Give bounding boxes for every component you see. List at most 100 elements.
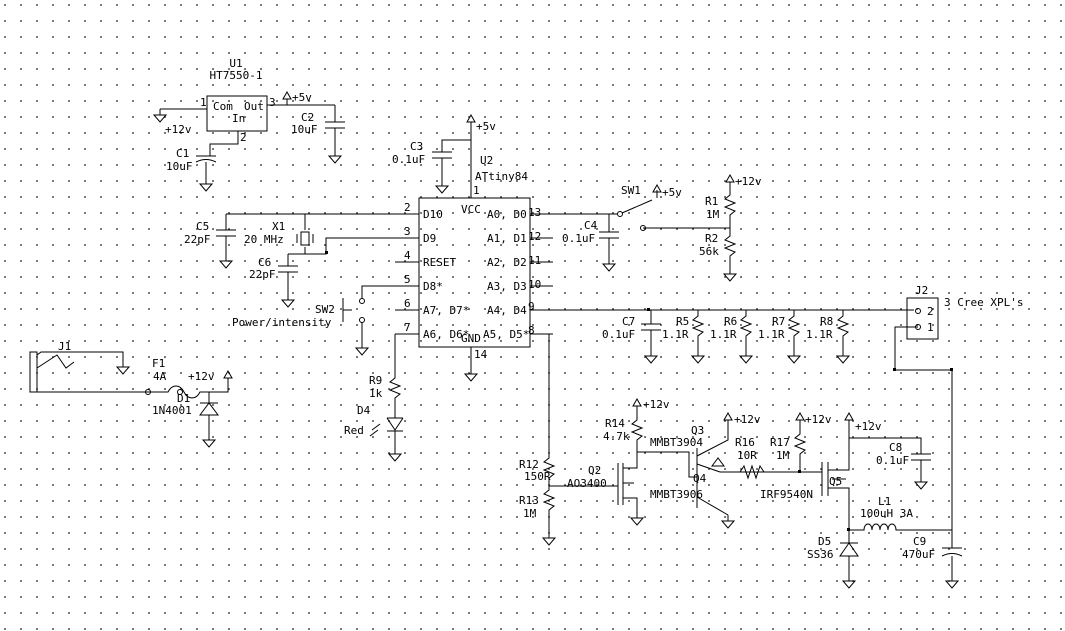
regulator-u1: U1 HT7550-1 Com Out In 1 2 3 +5v +12v: [153, 57, 335, 156]
r12-value: 150R: [524, 470, 551, 483]
q3-value: MMBT3904: [650, 436, 703, 449]
r16-ref: R16: [735, 436, 755, 449]
r14-value: 4.7k: [603, 430, 630, 443]
u2-pin-num-9: 9: [528, 300, 535, 313]
capacitor-c3: C3 0.1uF: [392, 139, 471, 194]
u1-pin3: 3: [269, 96, 276, 109]
u2-pin-num-6: 6: [404, 297, 411, 310]
r17-ref: R17: [770, 436, 790, 449]
r8-value: 1.1R: [806, 328, 833, 341]
r5-ref: R5: [676, 315, 689, 328]
c8-value: 0.1uF: [876, 454, 909, 467]
c8-ref: C8: [889, 441, 902, 454]
r17-value: 1M: [776, 449, 790, 462]
q4-ref: Q4: [693, 472, 707, 485]
c3-ref: C3: [410, 140, 423, 153]
l1-value: 100uH 3A: [860, 507, 913, 520]
capacitor-c2: C2 10uF: [291, 105, 345, 164]
q2-value: AO3400: [567, 477, 607, 490]
c9-ref: C9: [913, 535, 926, 548]
u2-pin-num-8: 8: [528, 324, 535, 337]
q4-value: MMBT3906: [650, 488, 703, 501]
u1-pin1: 1: [200, 96, 207, 109]
d1-value: 1N4001: [152, 404, 192, 417]
d5-ref: D5: [818, 535, 831, 548]
r17-12v-label: +12v: [805, 413, 832, 426]
q5-value: IRF9540N: [760, 488, 813, 501]
u2-vcc-pin: 1: [473, 184, 480, 197]
q5-ref: Q5: [829, 475, 842, 488]
u1-value: HT7550-1: [210, 69, 263, 82]
led-d4-circuit: R9 1k D4 Red: [344, 334, 404, 462]
power-input: J1 +12v F1 4A D1 1N4001: [29, 340, 233, 448]
r1-value: 1M: [706, 208, 720, 221]
c1-ref: C1: [176, 147, 189, 160]
u1-com-label: Com: [213, 100, 233, 113]
c5-ref: C5: [196, 220, 209, 233]
q2-ref: Q2: [588, 464, 601, 477]
c4-value: 0.1uF: [562, 232, 595, 245]
u2-pin-num-12: 12: [528, 230, 541, 243]
switch-sw2: SW2 Power/intensity: [232, 285, 395, 356]
u2-pin-a4: A4, D4: [487, 304, 527, 317]
u2-pin-a7: A7, D7*: [423, 304, 469, 317]
r2-ref: R2: [705, 232, 718, 245]
u2-pin-num-11: 11: [528, 254, 541, 267]
u2-pin-num-13: 13: [528, 206, 541, 219]
capacitor-c6: C6 22pF: [249, 254, 298, 308]
gate-driver-high: +12v R14 4.7k +12v Q3 MMBT3904 Q4 MMBT39…: [603, 398, 765, 529]
l1-ref: L1: [878, 495, 891, 508]
u2-pin-a5: A5, D5*: [483, 328, 529, 341]
capacitor-c1: C1 10uF: [166, 147, 217, 192]
c6-ref: C6: [258, 256, 271, 269]
r5-value: 1.1R: [662, 328, 689, 341]
r14-ref: R14: [605, 417, 625, 430]
u2-pin-d8: D8*: [423, 280, 443, 293]
u2-5v-label: +5v: [476, 120, 496, 133]
led-current-sense: C7 0.1uF R5 1.1R R6 1.1R R7 1.1R R8 1.1R: [553, 309, 914, 364]
x1-ref: X1: [272, 220, 285, 233]
u2-pin-num-3: 3: [404, 225, 411, 238]
u2-pin-a6: A6, D6*: [423, 328, 469, 341]
pmos-q5: R16 10R +12v R17 1M +12v Q5 IRF9540N C8 …: [732, 412, 931, 530]
c6-value: 22pF: [249, 268, 276, 281]
u2-pin-num-5: 5: [404, 273, 411, 286]
c4-ref: C4: [584, 219, 598, 232]
c7-value: 0.1uF: [602, 328, 635, 341]
u2-pin-num-4: 4: [404, 249, 411, 262]
c3-value: 0.1uF: [392, 153, 425, 166]
j2-ref: J2: [915, 284, 928, 297]
u1-12v-label: +12v: [165, 123, 192, 136]
r6-value: 1.1R: [710, 328, 737, 341]
q5-12v-label: +12v: [855, 420, 882, 433]
d4-ref: D4: [357, 404, 371, 417]
c9-value: 470uF: [902, 548, 935, 561]
r9-ref: R9: [369, 374, 382, 387]
sw2-ref: SW2: [315, 303, 335, 316]
c5-value: 22pF: [184, 233, 211, 246]
r1-ref: R1: [705, 195, 718, 208]
d5-value: SS36: [807, 548, 834, 561]
u2-pin-a0: A0, D0: [487, 208, 527, 221]
x1-value: 20 MHz: [244, 233, 284, 246]
u2-value: ATtiny84: [475, 170, 528, 183]
u2-ref: U2: [480, 154, 493, 167]
q3-ref: Q3: [691, 424, 704, 437]
sw1-ref: SW1: [621, 184, 641, 197]
junction-dots: [325, 251, 953, 531]
r9-value: 1k: [369, 387, 383, 400]
r8-ref: R8: [820, 315, 833, 328]
u2-pin-reset: RESET: [423, 256, 456, 269]
u1-ref: U1: [229, 57, 242, 70]
sw1-5v-label: +5v: [662, 186, 682, 199]
c2-ref: C2: [301, 111, 314, 124]
d1-12v-label: +12v: [188, 370, 215, 383]
c1-value: 10uF: [166, 160, 193, 173]
r12-ref: R12: [519, 458, 539, 471]
u2-pin-a2: A2, D2: [487, 256, 527, 269]
j2-pin1: 1: [927, 321, 934, 334]
capacitor-c5: C5 22pF: [184, 214, 236, 269]
u2-pin-a1: A1, D1: [487, 232, 527, 245]
r2-value: 56k: [699, 245, 719, 258]
